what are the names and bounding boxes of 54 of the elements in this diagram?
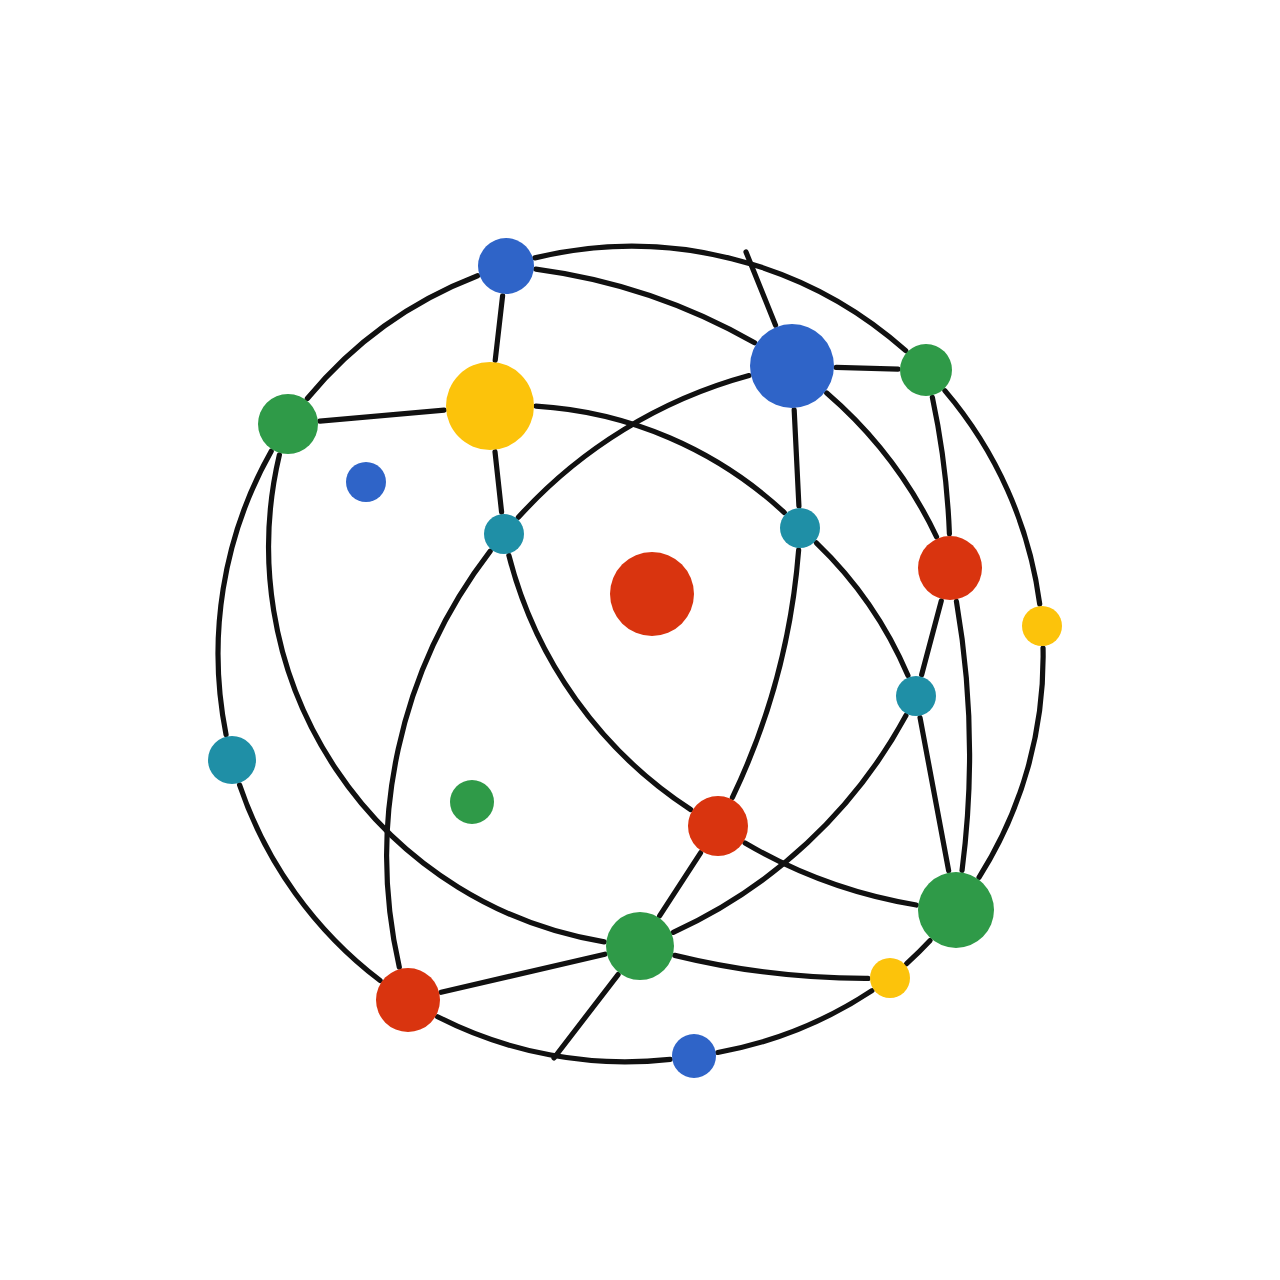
connector-line xyxy=(742,840,919,908)
connector-line xyxy=(236,782,383,984)
connector-line xyxy=(953,598,972,874)
connector-line xyxy=(515,372,752,520)
connector-line xyxy=(942,388,1043,607)
connector-line xyxy=(492,449,505,515)
node-dot xyxy=(918,536,982,600)
node-dot xyxy=(896,676,936,716)
connector-line xyxy=(317,407,447,424)
node-dot xyxy=(688,796,748,856)
connector-line xyxy=(813,540,911,679)
connector-line xyxy=(506,552,694,813)
node-dot xyxy=(208,736,256,784)
connector-line xyxy=(917,715,952,874)
connector-line xyxy=(657,850,704,919)
connector-line xyxy=(672,952,871,981)
connector-line xyxy=(304,273,481,402)
connector-line xyxy=(929,394,952,537)
connector-line xyxy=(791,407,802,509)
connector-line xyxy=(743,249,779,328)
node-dot xyxy=(780,508,820,548)
connector-line xyxy=(438,951,608,995)
node-dot xyxy=(446,362,534,450)
node-dot xyxy=(484,514,524,554)
connector-line xyxy=(384,548,493,970)
connector-line xyxy=(833,364,901,372)
connector-line xyxy=(824,390,940,540)
connector-line xyxy=(919,598,944,678)
connector-line xyxy=(215,448,274,738)
node-dot xyxy=(346,462,386,502)
connector-line xyxy=(533,266,758,346)
connector-line xyxy=(551,971,621,1061)
node-dot xyxy=(1022,606,1062,646)
node-dot xyxy=(672,1034,716,1078)
node-dot xyxy=(870,958,910,998)
node-dot xyxy=(478,238,534,294)
node-dot xyxy=(750,324,834,408)
node-dot xyxy=(450,780,494,824)
connector-line xyxy=(266,452,607,945)
connector-line xyxy=(976,645,1046,880)
node-dot xyxy=(610,552,694,636)
node-dot xyxy=(900,344,952,396)
connector-line xyxy=(729,547,802,801)
node-dot xyxy=(918,872,994,948)
node-dot xyxy=(606,912,674,980)
connector-line xyxy=(435,1014,673,1065)
connector-line xyxy=(492,293,506,363)
node-dot xyxy=(376,968,440,1032)
connector-line xyxy=(533,403,787,516)
connector-line xyxy=(715,988,875,1056)
node-dot xyxy=(258,394,318,454)
connector-line xyxy=(904,937,933,967)
connector-line xyxy=(532,243,909,354)
connector-line xyxy=(670,712,909,935)
